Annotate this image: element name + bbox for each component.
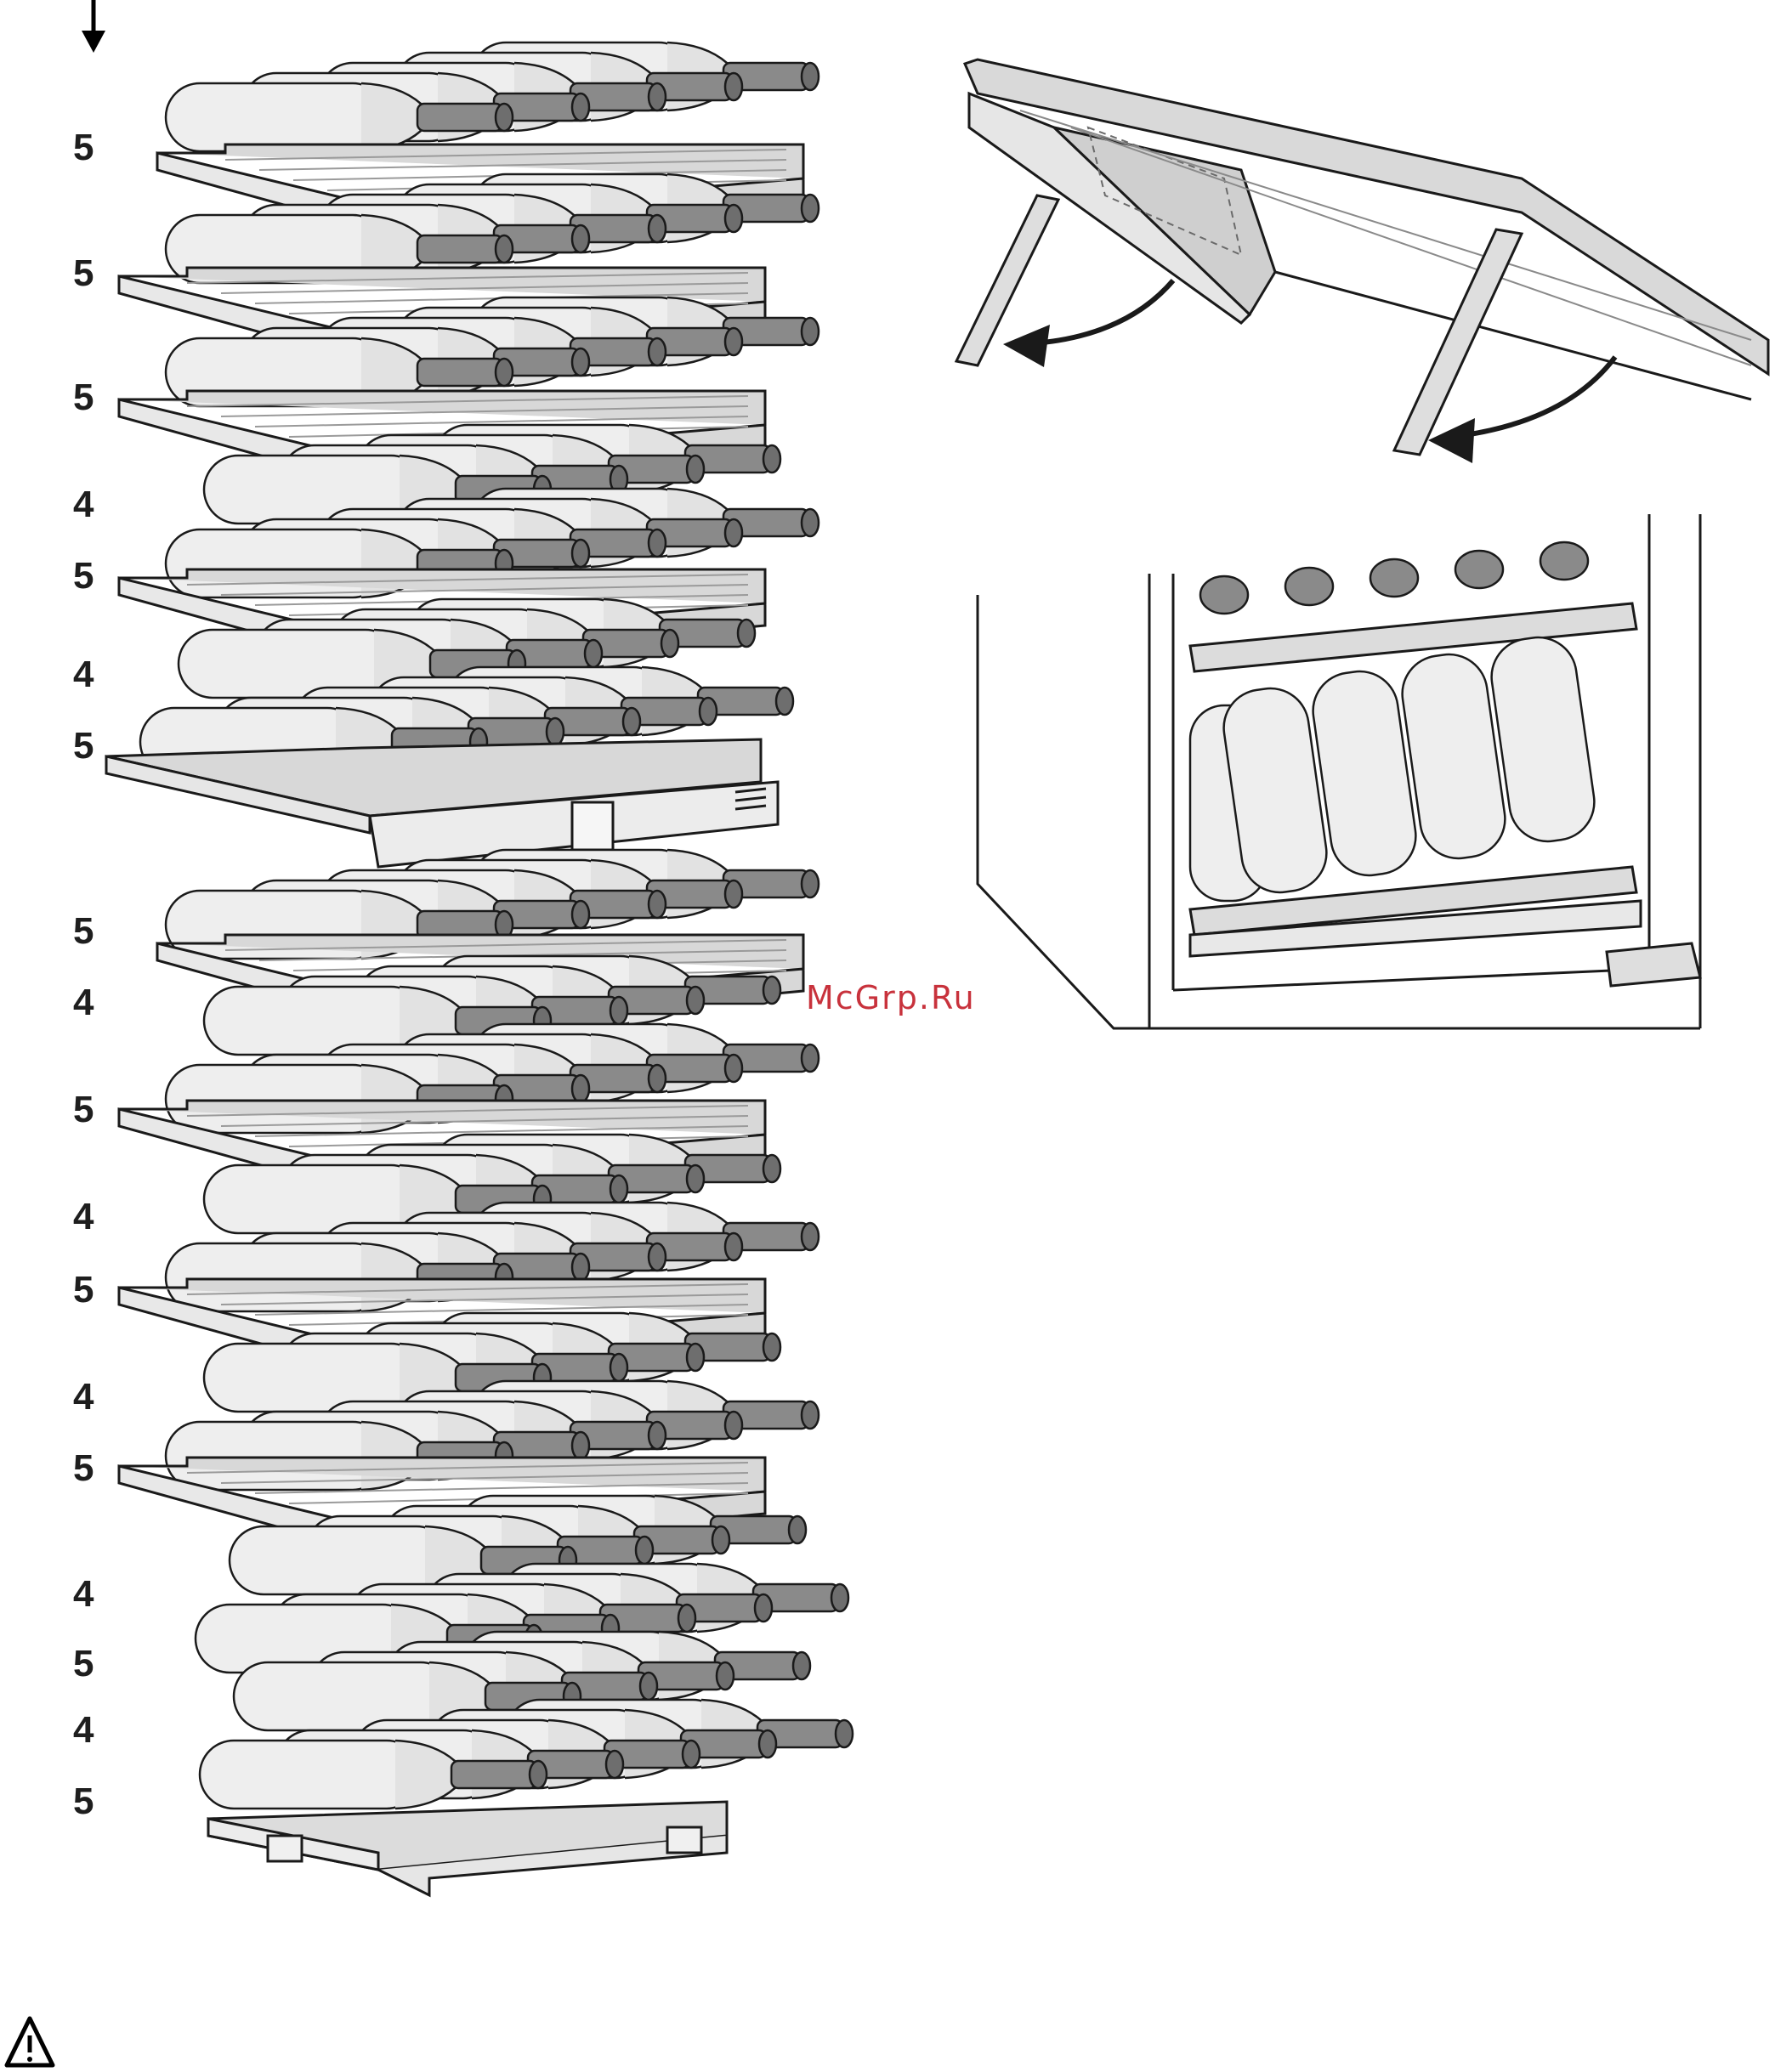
upright-bottles	[1190, 632, 1599, 901]
base-shelf	[208, 1802, 727, 1895]
cabinet-interior-illustration	[978, 514, 1700, 1028]
folding-shelf-illustration	[956, 59, 1768, 463]
rack-label: 5	[73, 1645, 94, 1683]
rack-label: 4	[73, 984, 94, 1022]
rack-label: 5	[73, 255, 94, 292]
rack-label: 5	[73, 1091, 94, 1129]
watermark: McGrp.Ru	[806, 979, 976, 1016]
rack-label: 4	[73, 1198, 94, 1236]
rack-label: 5	[73, 129, 94, 167]
rack-label: 4	[73, 1379, 94, 1416]
rack-label: 4	[73, 1712, 94, 1749]
rack-label: 4	[73, 656, 94, 693]
presentation-shelf	[106, 739, 778, 867]
bottle-row	[166, 42, 819, 151]
rack-label: 5	[73, 1271, 94, 1309]
rack-label: 5	[73, 1783, 94, 1820]
rack-label: 5	[73, 379, 94, 416]
bottle-row	[1200, 542, 1588, 614]
display-panel	[572, 802, 613, 850]
rack-label: 4	[73, 486, 94, 524]
rack-label: 5	[73, 558, 94, 595]
warning-triangle-icon	[7, 2018, 53, 2065]
rack-label: 4	[73, 1576, 94, 1613]
wine-column	[106, 42, 853, 1895]
down-arrow-icon	[82, 0, 105, 53]
rack-label: 5	[73, 727, 94, 765]
rack-label: 5	[73, 1450, 94, 1487]
rack-label: 5	[73, 913, 94, 950]
